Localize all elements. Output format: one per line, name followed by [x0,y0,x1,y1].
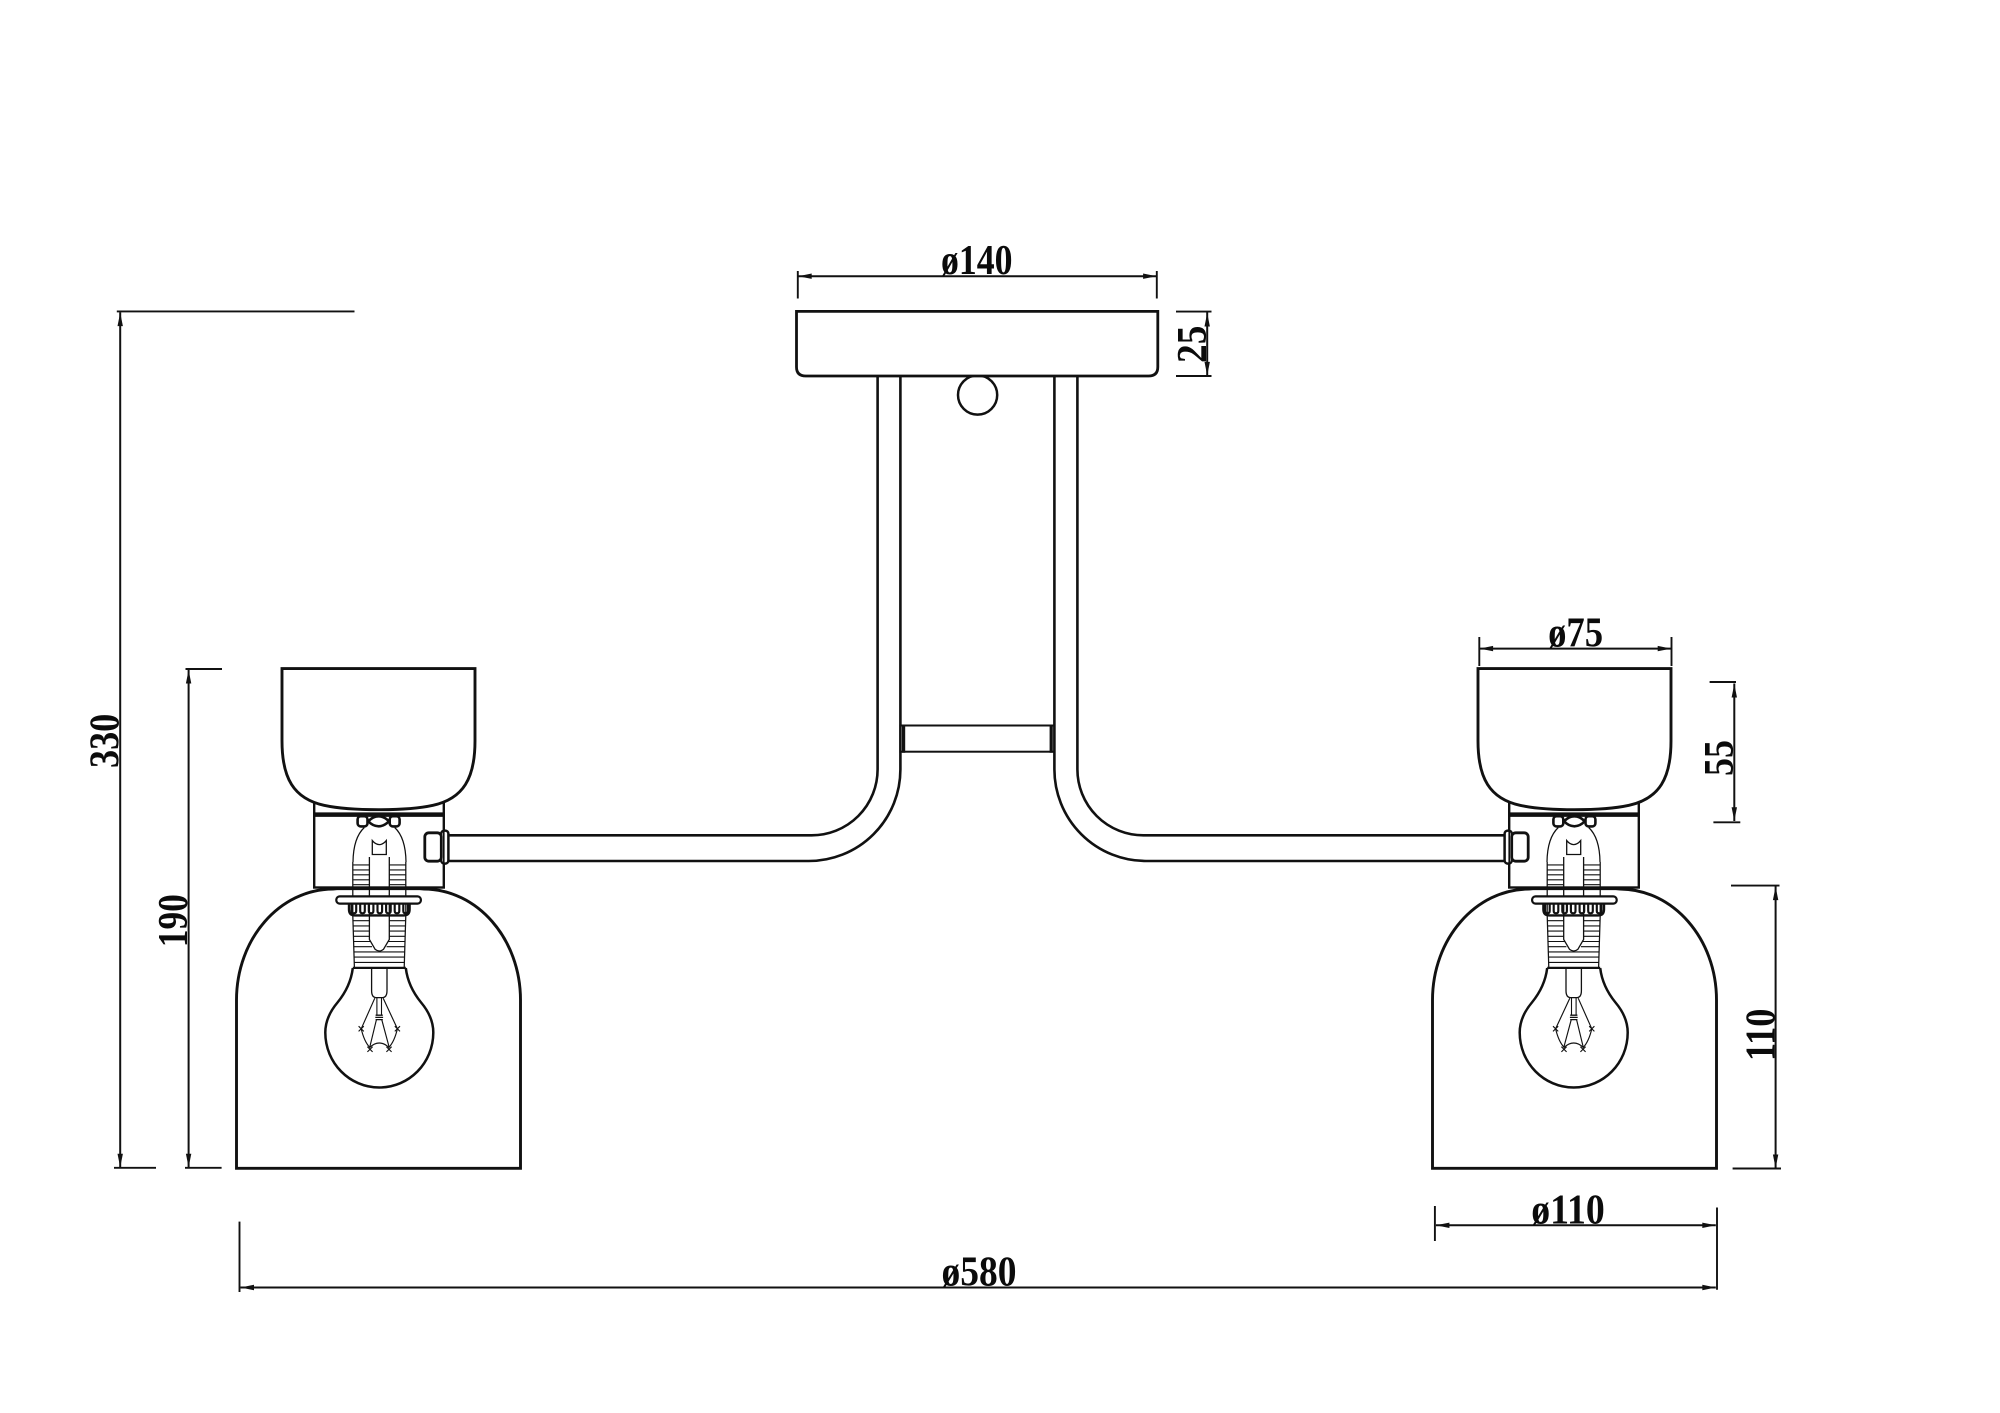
svg-text:330: 330 [81,714,128,768]
svg-text:190: 190 [150,894,197,947]
svg-text:25: 25 [1169,326,1216,363]
svg-text:ø140: ø140 [941,237,1013,284]
svg-text:ø110: ø110 [1531,1187,1605,1234]
svg-text:110: 110 [1738,1009,1785,1062]
svg-text:55: 55 [1696,740,1743,776]
svg-text:ø580: ø580 [942,1249,1017,1296]
svg-text:ø75: ø75 [1548,610,1603,657]
